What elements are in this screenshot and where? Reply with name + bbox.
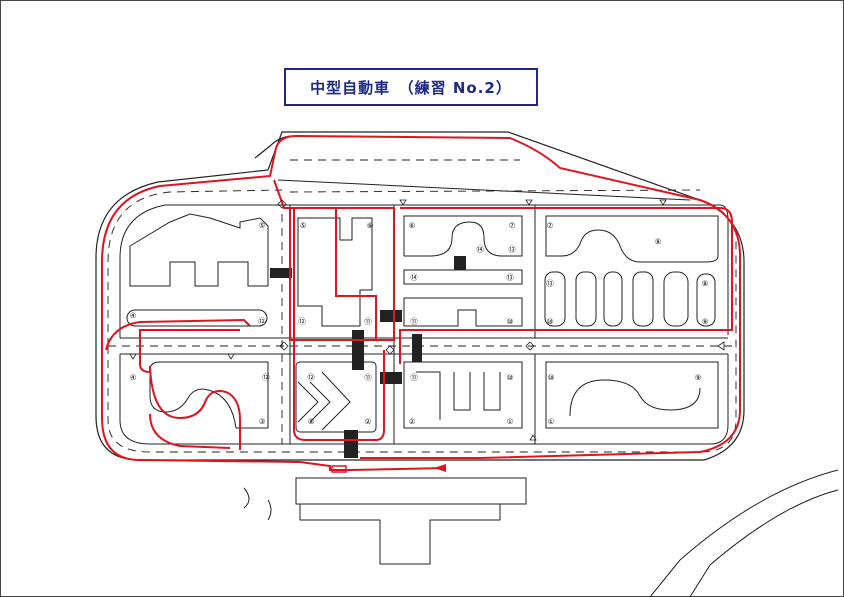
signal-markers [129,199,725,441]
point-marker-label: ⑫ [262,373,270,382]
point-marker-label: ⑤ [300,221,307,230]
point-marker-label: ⑩ [548,373,555,382]
point-marker-label: ⑥ [367,221,374,230]
triangle-marker-icon [399,199,407,206]
triangle-marker-icon [227,353,235,360]
point-marker-label: ⑩ [507,317,514,326]
point-marker-label: ⑦ [547,221,554,230]
point-marker-label: ⑬ [546,279,554,288]
practice-route [101,134,741,471]
diamond-marker-icon [525,341,535,351]
point-marker-label: ⑪ [410,317,418,326]
point-marker-label: ⑭ [410,273,418,282]
point-marker-label: ⑪ [410,373,418,382]
point-marker-label: ③ [259,417,266,426]
triangle-marker-icon [529,434,537,441]
triangle-marker-icon [129,353,137,360]
diamond-marker-icon [385,345,395,355]
point-marker-label: ⑫ [298,317,306,326]
point-marker-label: ① [548,417,555,426]
point-marker-label: ⑦ [509,221,516,230]
lane-edges [119,179,729,445]
point-marker-label: ⑬ [508,245,516,254]
course-boundary [95,131,745,461]
triangle-marker-icon [717,341,725,351]
point-marker-label: ⑫ [258,317,266,326]
point-markers: ⑤ ⑥ ⑤ ⑥ ⑦ ⑧ ⑦ ⑭ ⑬ ⑫ ⑪ ⑪ ⑩ ④ ⑫ ④ ⑫ ⑫ ⑪ ⑪ ⑩ ⑩ ⑨ ③ ③ ② ② ① ① ⑧ ⑨ ⑩ ⑬ ⑭ ⑬ [130,221,709,426]
point-marker-label: ⑧ [702,279,709,288]
point-marker-label: ① [507,417,514,426]
point-marker-label: ④ [130,311,137,320]
point-marker-label: ⑩ [547,317,554,326]
building [243,469,839,597]
point-marker-label: ⑪ [364,317,372,326]
point-marker-label: ⑥ [409,221,416,230]
point-marker-label: ⑬ [506,273,514,282]
point-marker-label: ② [365,417,372,426]
point-marker-label: ⑨ [702,317,709,326]
point-marker-label: ⑧ [655,237,662,246]
point-marker-label: ⑫ [307,373,315,382]
point-marker-label: ⑪ [364,373,372,382]
point-marker-label: ⑩ [507,373,514,382]
diamond-marker-icon [277,199,287,209]
point-marker-label: ② [409,417,416,426]
diamond-marker-icon [279,341,289,351]
point-marker-label: ⑭ [476,245,484,254]
route-arrow-icon [434,464,446,472]
diagram-title: 中型自動車 （練習 No.2） [284,68,538,106]
triangle-marker-icon [525,199,533,206]
triangle-marker-icon [659,199,667,206]
point-marker-label: ⑤ [259,221,266,230]
point-marker-label: ⑨ [695,373,702,382]
inner-blocks [126,213,719,433]
point-marker-label: ④ [130,373,137,382]
start-point [331,465,347,473]
point-marker-label: ③ [308,417,315,426]
